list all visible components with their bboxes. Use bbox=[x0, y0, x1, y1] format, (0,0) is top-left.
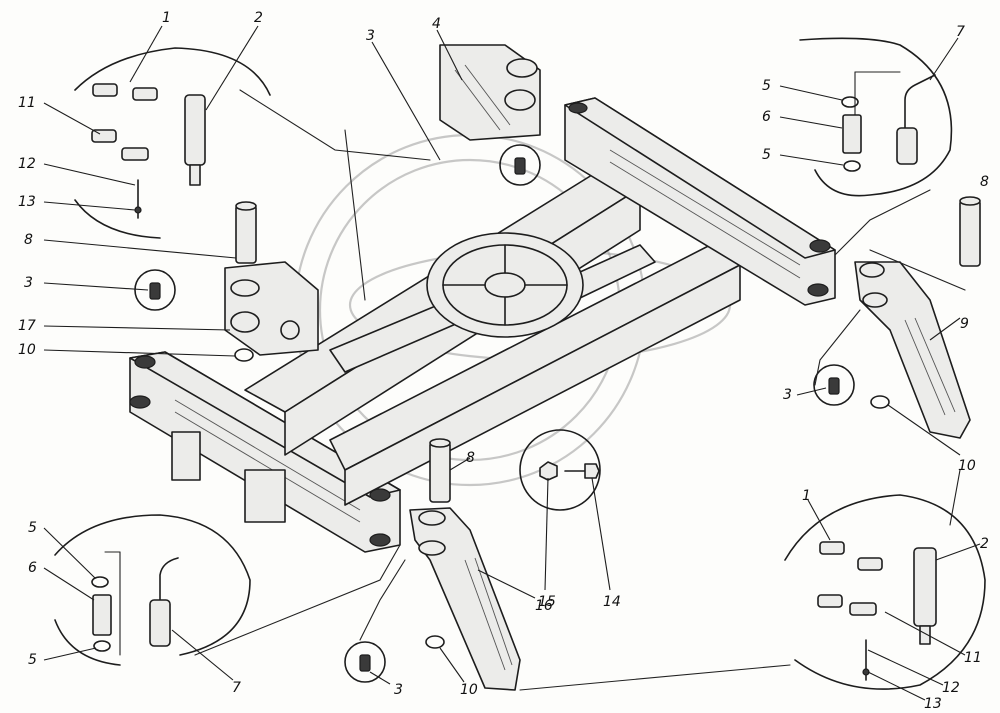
leader-lines bbox=[43, 25, 981, 701]
callout-15: 15 bbox=[538, 594, 556, 610]
callout-12: 12 bbox=[942, 680, 960, 696]
main-frame bbox=[129, 97, 836, 553]
callout-7: 7 bbox=[956, 24, 965, 40]
arm-9 bbox=[854, 261, 971, 439]
callout-5: 5 bbox=[762, 147, 771, 163]
callout-labels: 1 2 3 4 7 11 12 13 8 3 17 10 5 6 5 8 9 3… bbox=[18, 10, 989, 712]
callout-3: 3 bbox=[394, 682, 403, 698]
callout-10: 10 bbox=[958, 458, 976, 474]
detail-top-right bbox=[799, 37, 953, 197]
bracket-17 bbox=[224, 261, 319, 356]
washers-10 bbox=[234, 348, 890, 649]
grease-fitting-group bbox=[134, 144, 855, 683]
callout-4: 4 bbox=[432, 16, 441, 32]
arm-16 bbox=[409, 507, 521, 691]
callout-8: 8 bbox=[24, 232, 33, 248]
callout-11: 11 bbox=[964, 650, 982, 666]
callout-10: 10 bbox=[18, 342, 36, 358]
callout-9: 9 bbox=[960, 316, 969, 332]
callout-8: 8 bbox=[466, 450, 475, 466]
callout-1: 1 bbox=[162, 10, 171, 26]
callout-13: 13 bbox=[18, 194, 36, 210]
callout-7: 7 bbox=[232, 680, 241, 696]
pin-8-bottom bbox=[429, 438, 451, 503]
callout-11: 11 bbox=[18, 95, 36, 111]
callout-2: 2 bbox=[980, 536, 989, 552]
callout-8: 8 bbox=[980, 174, 989, 190]
callout-3: 3 bbox=[783, 387, 792, 403]
callout-14: 14 bbox=[603, 594, 621, 610]
pin-8-left bbox=[235, 201, 257, 264]
callout-17: 17 bbox=[18, 318, 36, 334]
callout-1: 1 bbox=[802, 488, 811, 504]
detail-bottom-left bbox=[54, 514, 251, 666]
callout-6: 6 bbox=[762, 109, 771, 125]
callout-6: 6 bbox=[28, 560, 37, 576]
detail-bottom-right bbox=[784, 469, 986, 690]
callout-10: 10 bbox=[460, 682, 478, 698]
callout-12: 12 bbox=[18, 156, 36, 172]
pin-8-right bbox=[959, 196, 981, 267]
connector-lines bbox=[194, 189, 966, 691]
callout-5: 5 bbox=[28, 652, 37, 668]
callout-5: 5 bbox=[762, 78, 771, 94]
callout-3: 3 bbox=[24, 275, 33, 291]
callout-2: 2 bbox=[254, 10, 263, 26]
callout-13: 13 bbox=[924, 696, 942, 712]
detail-top-left bbox=[74, 47, 431, 301]
callout-16: 16 bbox=[535, 598, 553, 614]
callout-5: 5 bbox=[28, 520, 37, 536]
bracket-4 bbox=[439, 44, 541, 141]
bolt-nut-group bbox=[519, 429, 601, 511]
callout-3: 3 bbox=[366, 28, 375, 44]
